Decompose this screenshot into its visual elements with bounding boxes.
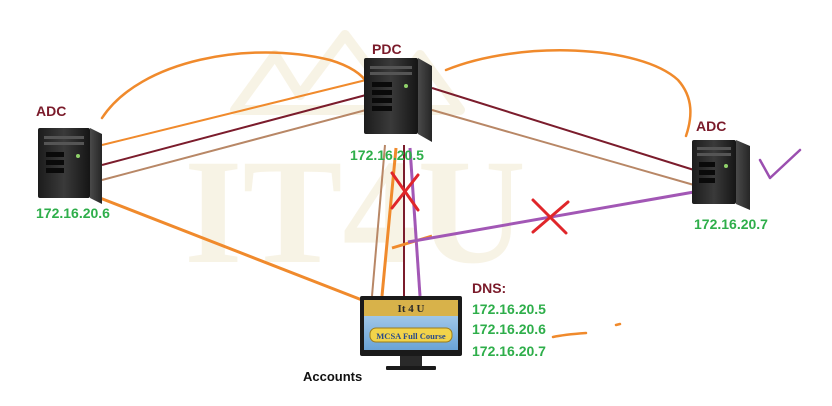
link-adc-left-pdc-orange [101,79,367,146]
adc-right-role-label: ADC [696,118,726,134]
server-links [101,79,695,186]
adc-right-ip-label: 172.16.20.7 [694,216,768,232]
failure-mark-adc-right-link [531,198,570,235]
dns-dot-mark [614,322,622,327]
pdc-ip-label: 172.16.20.5 [350,147,424,163]
dns-server-2: 172.16.20.6 [472,321,546,337]
dns-server-1: 172.16.20.5 [472,301,546,317]
link-pdc-client-purple [408,147,422,297]
failure-mark-pdc-link [390,171,420,212]
client-monitor-icon: It 4 U MCSA Full Course [360,296,462,370]
check-mark-icon [758,148,802,180]
pdc-role-label: PDC [372,41,402,57]
link-pdc-client-tan [371,144,386,297]
adc-left-server-icon [38,128,102,204]
client-name-label: Accounts [303,369,362,384]
replication-arc-left [100,51,370,120]
adc-right-server-icon [692,140,750,210]
client-screen-title: It 4 U [398,303,425,315]
dns-server-3: 172.16.20.7 [472,343,546,359]
link-pdc-adc-right-maroon [431,87,695,171]
adc-left-role-label: ADC [36,103,66,119]
adc-left-ip-label: 172.16.20.6 [36,205,110,221]
link-adc-left-pdc-maroon [101,94,367,166]
watermark-text: IT4U [184,129,526,295]
link-pdc-adc-right-tan [431,109,695,186]
dns-underline-mark [551,331,588,339]
watermark: IT4U [184,30,526,295]
pdc-server-icon [364,58,432,142]
client-screen-banner: MCSA Full Course [376,331,446,341]
replication-arc-right [444,49,692,138]
link-adc-left-pdc-tan [101,109,367,181]
dns-server-list: DNS: 172.16.20.5 172.16.20.6 172.16.20.7 [472,280,546,359]
link-adc-left-client [99,196,363,302]
dns-heading: DNS: [472,280,506,296]
link-pdc-client-orange [380,147,398,297]
